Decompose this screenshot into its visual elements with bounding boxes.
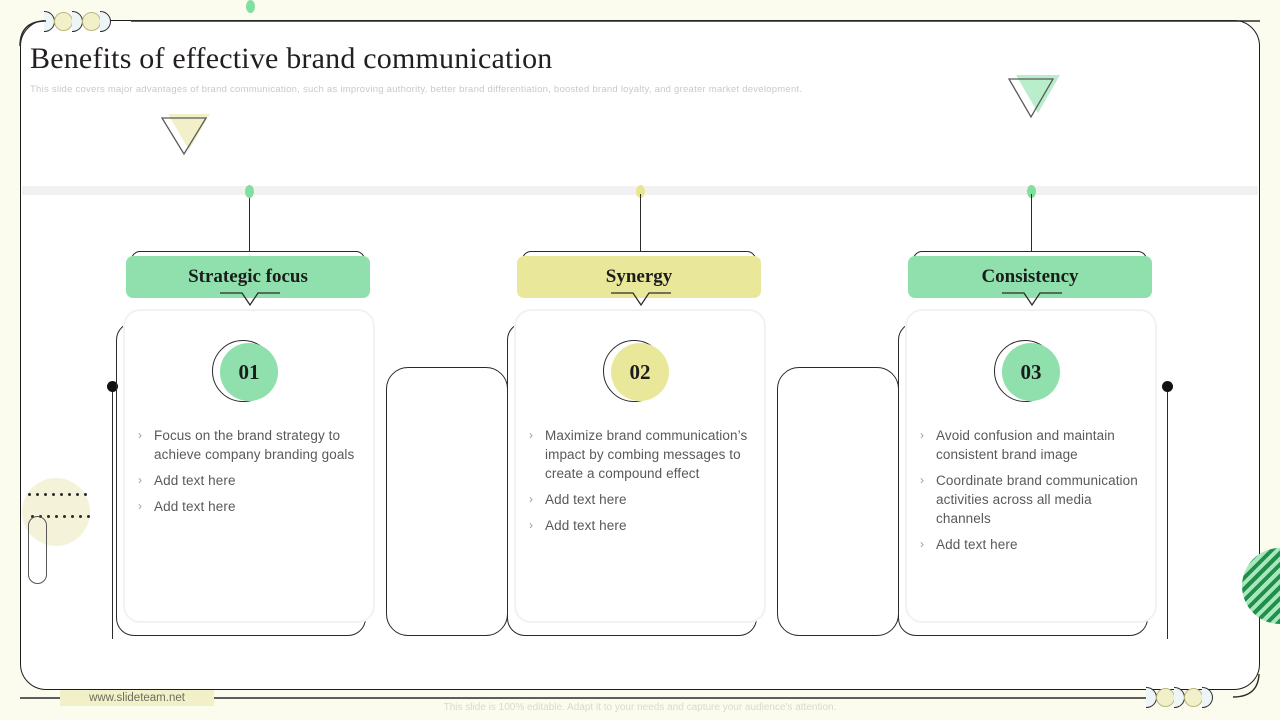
decorative-rect-1 <box>386 367 508 636</box>
list-item: › Focus on the brand strategy to achieve… <box>136 426 360 464</box>
badge-1: 01 <box>220 343 278 401</box>
decorative-blob-left <box>22 478 90 546</box>
bullet-text: Maximize brand communication’s impact by… <box>545 428 748 481</box>
bullet-text: Add text here <box>154 473 236 488</box>
timeline-dot-1 <box>246 0 255 13</box>
badge-number-1: 01 <box>238 359 260 384</box>
column-header-label-2: Synergy <box>605 266 673 287</box>
timeline-dot-2 <box>636 185 645 198</box>
badge-wrap-2: 02 <box>515 340 765 404</box>
bullet-text: Coordinate brand communication activitie… <box>936 473 1138 526</box>
chevron-right-icon: › <box>138 428 142 442</box>
list-item: › Add text here <box>136 471 360 490</box>
timeline-stem-1 <box>249 194 251 252</box>
column-header-1[interactable]: Strategic focus <box>126 256 370 298</box>
chevron-right-icon: › <box>529 428 533 442</box>
bullet-text: Add text here <box>936 537 1018 552</box>
badge-3: 03 <box>1002 343 1060 401</box>
bullet-text: Add text here <box>545 492 627 507</box>
timeline-dot-3 <box>1027 185 1036 198</box>
header-notch-1 <box>220 292 280 307</box>
badge-wrap-3: 03 <box>906 340 1156 404</box>
right-stem-line <box>1167 386 1169 639</box>
bullet-text: Focus on the brand strategy to achieve c… <box>154 428 355 462</box>
badge-wrap-1: 01 <box>124 340 374 404</box>
chevron-right-icon: › <box>138 473 142 487</box>
chevron-right-icon: › <box>920 537 924 551</box>
column-header-2[interactable]: Synergy <box>517 256 761 298</box>
bullet-text: Add text here <box>154 499 236 514</box>
decorative-pill-left <box>28 516 47 584</box>
header-notch-2 <box>611 292 671 307</box>
badge-2: 02 <box>611 343 669 401</box>
list-item: › Maximize brand communication’s impact … <box>527 426 751 483</box>
timeline-dot-1b <box>245 185 254 198</box>
chevron-right-icon: › <box>920 473 924 487</box>
decorative-rect-2 <box>777 367 899 636</box>
header-notch-3 <box>1002 292 1062 307</box>
chevron-right-icon: › <box>920 428 924 442</box>
timeline-stem-2 <box>640 194 642 252</box>
footer-note: This slide is 100% editable. Adapt it to… <box>443 702 837 713</box>
list-item: › Avoid confusion and maintain consisten… <box>918 426 1142 464</box>
bullet-text: Add text here <box>545 518 627 533</box>
bullet-list-2: › Maximize brand communication’s impact … <box>515 426 765 542</box>
dodod-logo-bottom <box>1146 686 1213 708</box>
timeline-stem-3 <box>1031 194 1033 252</box>
decorative-dot-grid <box>28 483 95 523</box>
list-item: › Add text here <box>136 497 360 516</box>
page-title: Benefits of effective brand communicatio… <box>30 42 553 75</box>
list-item: › Coordinate brand communication activit… <box>918 471 1142 528</box>
badge-number-3: 03 <box>1020 359 1042 384</box>
bullet-list-1: › Focus on the brand strategy to achieve… <box>124 426 374 523</box>
chevron-right-icon: › <box>529 518 533 532</box>
bullet-list-3: › Avoid confusion and maintain consisten… <box>906 426 1156 561</box>
badge-number-2: 02 <box>629 359 651 384</box>
dodod-logo-top <box>44 10 111 32</box>
chevron-right-icon: › <box>138 499 142 513</box>
list-item: › Add text here <box>527 516 751 535</box>
chevron-right-icon: › <box>529 492 533 506</box>
website-url[interactable]: www.slideteam.net <box>60 690 214 706</box>
column-header-3[interactable]: Consistency <box>908 256 1152 298</box>
left-accent-dot <box>107 381 118 392</box>
page-subtitle: This slide covers major advantages of br… <box>30 84 803 95</box>
left-stem-line <box>112 386 114 639</box>
list-item: › Add text here <box>918 535 1142 554</box>
column-header-label-1: Strategic focus <box>188 266 308 287</box>
list-item: › Add text here <box>527 490 751 509</box>
right-accent-dot <box>1162 381 1173 392</box>
column-header-label-3: Consistency <box>981 266 1079 287</box>
bullet-text: Avoid confusion and maintain consistent … <box>936 428 1115 462</box>
